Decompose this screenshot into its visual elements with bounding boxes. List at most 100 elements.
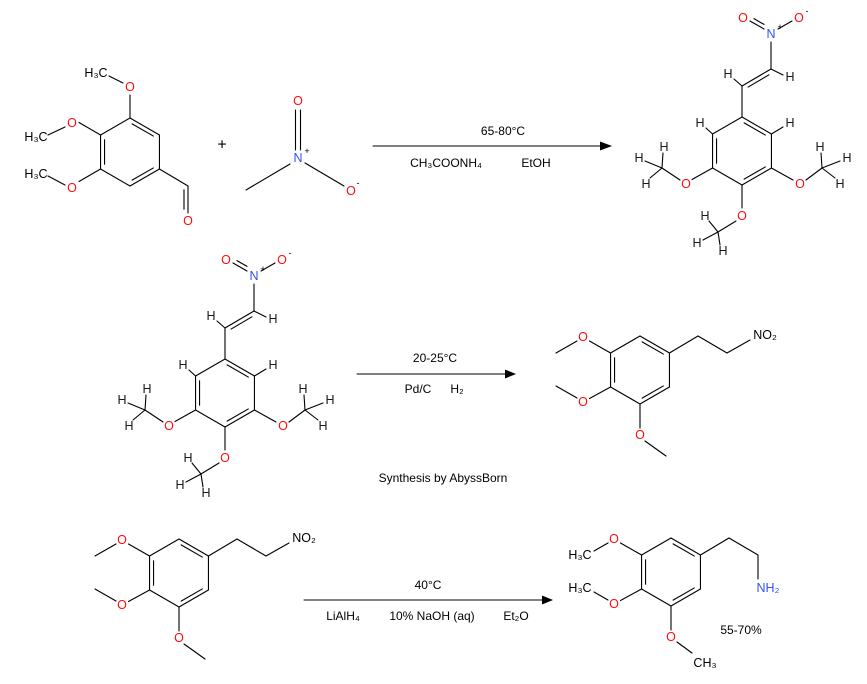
double-bond-inner-line — [131, 167, 154, 181]
arrow-condition-temperature: 20-25°C — [413, 351, 457, 365]
ring-bond — [224, 409, 255, 428]
methyl-group-label: CH₃ — [693, 656, 716, 670]
oxygen-atom-label: O — [666, 630, 676, 644]
hydrogen-atom-label: H — [842, 151, 851, 165]
methyl-bond — [820, 152, 823, 169]
arrow-head — [505, 369, 516, 379]
bond-line — [733, 78, 743, 87]
methyl-bond — [185, 473, 202, 483]
oxygen-atom-label: O — [277, 253, 287, 267]
bond-line — [770, 167, 794, 181]
methyl-bond — [144, 394, 147, 411]
methyl-bond — [805, 167, 823, 181]
oxygen-atom-label: O — [346, 184, 356, 198]
ring-bond — [149, 589, 180, 608]
methyl-group-label: H₃C — [84, 66, 107, 80]
bond-line — [94, 588, 117, 602]
hydrogen-atom-label: H — [700, 209, 709, 223]
bond-line — [253, 409, 277, 423]
hydrogen-atom-label: H — [692, 236, 701, 250]
hydrogen-atom-label: H — [206, 309, 215, 323]
n-o-double-bond — [232, 262, 248, 272]
bond-line — [726, 339, 751, 354]
double-bond-inner-line — [226, 364, 249, 378]
hydrogen-atom-label: H — [723, 67, 732, 81]
bond-line — [705, 127, 714, 135]
bond-line — [619, 588, 643, 602]
negative-charge-sign: - — [806, 6, 809, 16]
ring-bond — [178, 538, 209, 557]
bond-line — [691, 167, 714, 181]
hydrogen-atom-label: H — [659, 140, 668, 154]
reaction-arrow-step-2: 20-25°C Pd/C H₂ — [356, 351, 516, 396]
hydrogen-atom-label: H — [178, 358, 187, 372]
ring-bond — [712, 116, 743, 135]
oxygen-atom-label: O — [794, 11, 804, 25]
oxygen-atom-label: O — [220, 451, 230, 465]
double-bond-inner-line — [672, 587, 695, 601]
hydrogen-atom-label: H — [785, 116, 794, 130]
double-bond-inner-line — [180, 544, 203, 558]
bond-line — [183, 643, 206, 660]
hydrogen-atom-label: H — [785, 70, 794, 84]
ring-bond — [195, 409, 226, 428]
arrow-condition-workup: 10% NaOH (aq) — [389, 609, 474, 623]
double-bond-inner-line — [180, 588, 203, 602]
hydrogen-atom-label: H — [318, 419, 327, 433]
double-bond-inner-line — [641, 385, 664, 399]
double-bond-inner-line — [236, 260, 248, 267]
arrow-condition-reagent: H₂ — [450, 382, 464, 396]
bond-line — [78, 121, 102, 136]
bond-line — [555, 385, 578, 399]
bond-line — [253, 310, 267, 318]
nitrogen-atom-label: N — [293, 151, 302, 165]
methyl-bond — [708, 220, 719, 233]
bond-line — [699, 537, 730, 556]
reaction-arrow-step-3: 40°C LiAlH₄ 10% NaOH (aq) Et₂O — [303, 578, 553, 623]
methyl-bond — [200, 473, 204, 488]
methyl-bond — [303, 394, 306, 411]
double-bond-inner-line — [743, 166, 766, 180]
bond-line — [188, 369, 197, 377]
arrow-condition-reagent: CH₃COONH₄ — [410, 156, 482, 170]
hydrogen-atom-label: H — [201, 486, 210, 500]
bond-line — [676, 641, 693, 654]
hydrogen-atom-label: H — [641, 177, 650, 191]
bond-line — [588, 386, 612, 400]
nitrogen-atom-label: N — [249, 269, 258, 283]
bond-line — [236, 538, 267, 557]
bond-line — [47, 126, 66, 136]
oxygen-atom-label: O — [737, 209, 747, 223]
oxygen-atom-label: O — [738, 11, 748, 25]
oxygen-atom-label: O — [635, 428, 645, 442]
ring-bond — [178, 589, 209, 608]
oxygen-atom-label: O — [293, 94, 303, 108]
methyl-bond — [661, 167, 681, 181]
arrow-condition-temperature: 65-80°C — [481, 124, 525, 138]
ring-bond — [639, 386, 670, 405]
ring-bond — [100, 117, 131, 136]
methyl-bond — [304, 409, 319, 421]
nitrogen-atom-label: N — [766, 27, 775, 41]
hydrogen-atom-label: H — [835, 177, 844, 191]
methyl-group-label: H₃C — [24, 130, 47, 144]
oxygen-atom-label: O — [609, 597, 619, 611]
hydrogen-atom-label: H — [117, 393, 126, 407]
bond-line — [668, 335, 699, 354]
double-bond-inner-line — [743, 122, 766, 136]
methyl-bond — [644, 160, 663, 169]
bond-line — [207, 538, 238, 557]
bond-line — [588, 340, 612, 354]
ring-bond — [129, 117, 160, 136]
bond-line — [253, 368, 267, 377]
reaction-arrow-step-1: 65-80°C CH₃COONH₄ EtOH — [372, 124, 612, 170]
arrow-condition-temperature: 40°C — [415, 578, 442, 592]
amino-group-label: NH₂ — [757, 581, 780, 595]
ring-bond — [670, 588, 701, 607]
hydrogen-atom-label: H — [142, 382, 151, 396]
arrow-condition-catalyst: Pd/C — [405, 382, 432, 396]
